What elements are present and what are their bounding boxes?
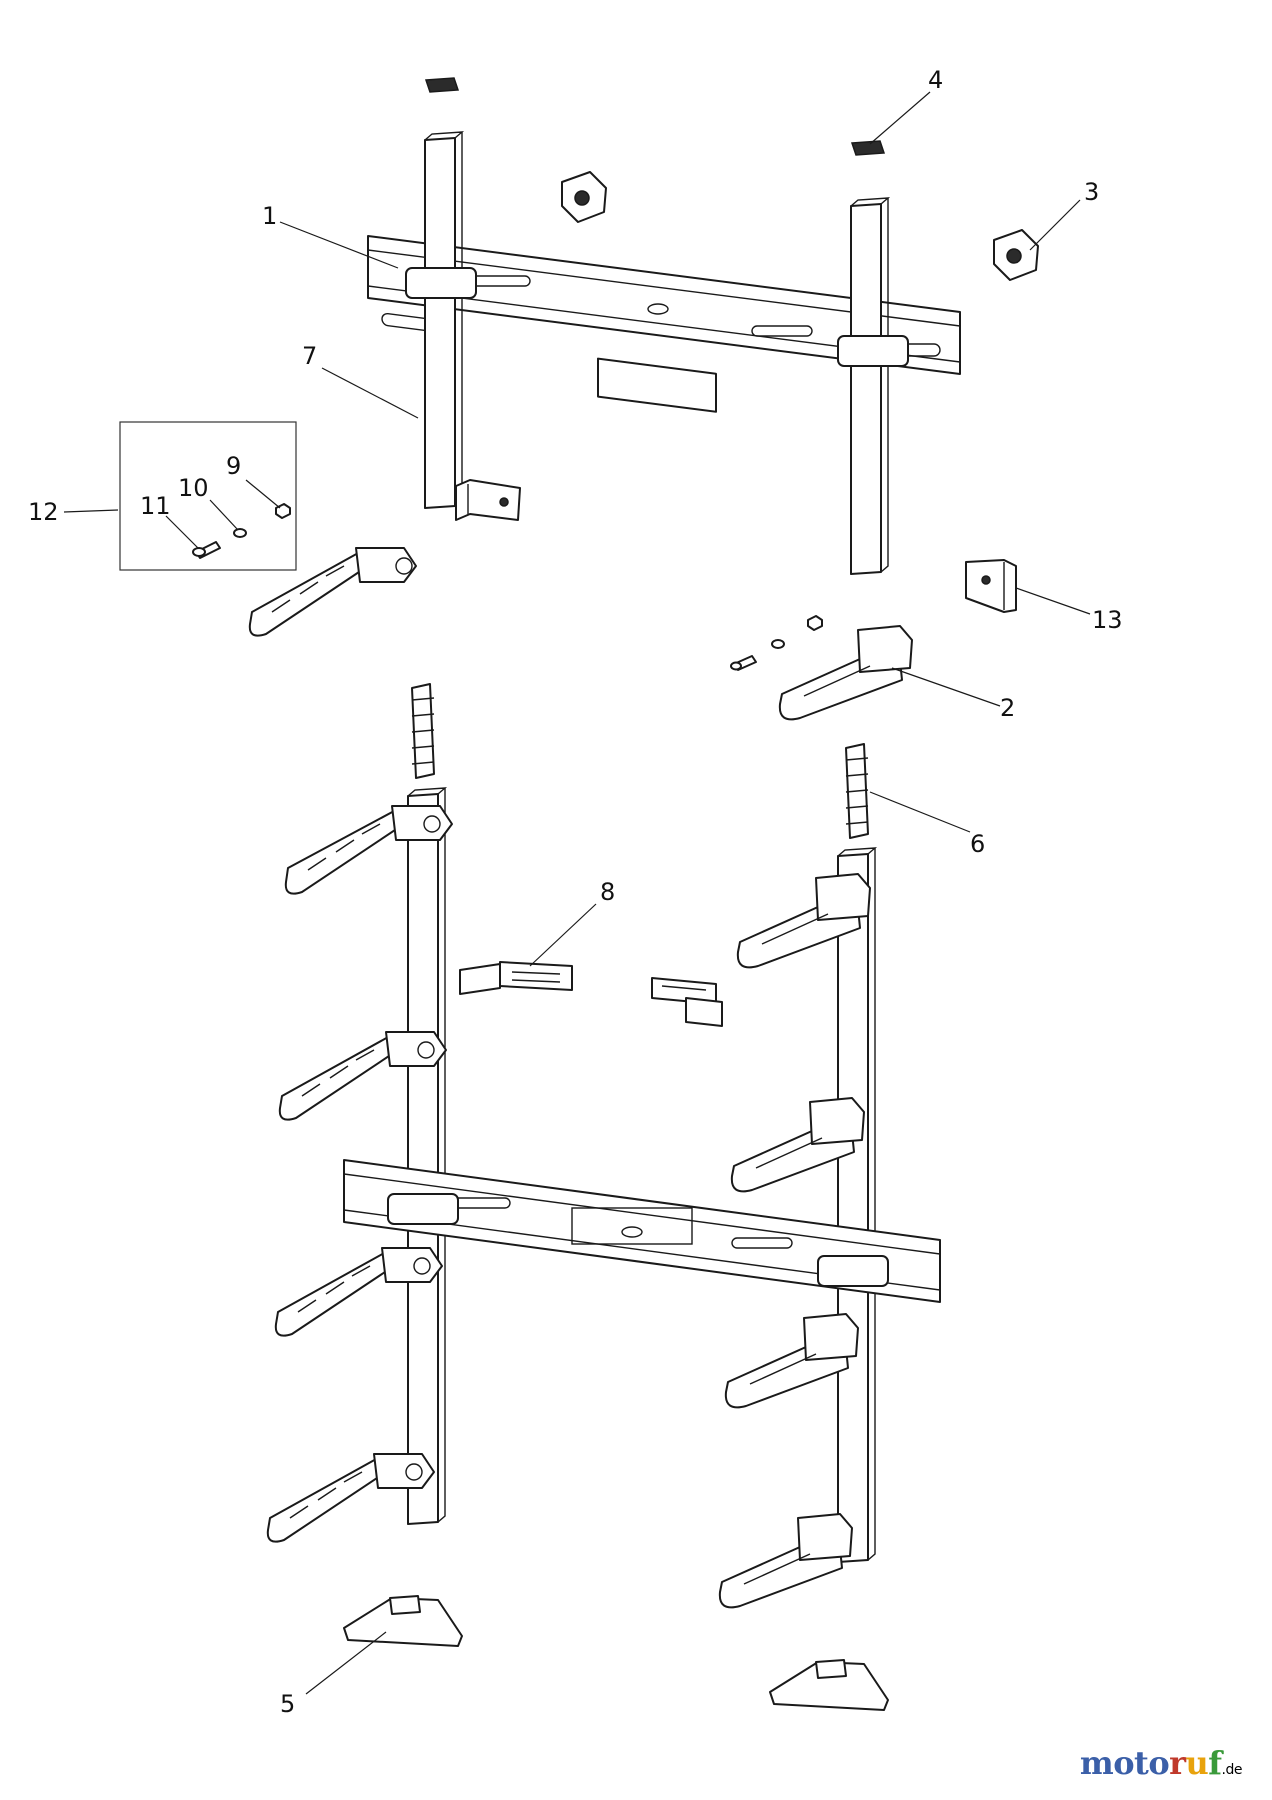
post-clamp-lower-left <box>387 1193 459 1225</box>
arm-solid-right-3 <box>724 1313 859 1409</box>
callout-8: 8 <box>600 878 615 906</box>
shelf-connector-left <box>459 961 573 995</box>
upright-post-upper-right <box>850 197 891 575</box>
callout-6: 6 <box>970 830 985 858</box>
callout-12: 12 <box>28 498 59 526</box>
hardware-bolt <box>192 541 221 559</box>
post-clamp-upper-right <box>837 335 909 367</box>
callout-9: 9 <box>226 452 241 480</box>
post-clamp-lower-right <box>817 1255 889 1287</box>
corner-connector-left <box>561 171 607 223</box>
motoruf-watermark-logo: motoruf.de <box>1080 1744 1243 1782</box>
watermark-wordmark: motoruf <box>1080 1744 1222 1782</box>
arm-solid-right-2 <box>730 1097 865 1193</box>
watermark-letter: o <box>1148 1744 1170 1782</box>
hardware-washer <box>233 528 247 538</box>
arm-lattice-left-4 <box>266 1453 435 1543</box>
arm-solid-right-1 <box>736 873 871 969</box>
loose-bolt <box>730 655 757 671</box>
watermark-letter: f <box>1208 1744 1222 1782</box>
hinge-bracket-right <box>965 559 1017 613</box>
callout-10: 10 <box>178 474 209 502</box>
callout-4: 4 <box>928 66 943 94</box>
watermark-suffix: .de <box>1221 1762 1243 1778</box>
watermark-letter: r <box>1169 1744 1186 1782</box>
arm-lattice-left-2 <box>278 1031 447 1121</box>
callout-5: 5 <box>280 1690 295 1718</box>
loose-nut <box>807 615 823 631</box>
loose-washer <box>771 639 785 649</box>
callout-11: 11 <box>140 492 171 520</box>
upright-post-lower-left <box>407 787 448 1525</box>
watermark-letter: u <box>1185 1744 1209 1782</box>
watermark-letter: m <box>1079 1744 1114 1782</box>
callout-1: 1 <box>262 202 277 230</box>
arm-lattice-left-3 <box>274 1247 443 1337</box>
end-cap-top-right <box>850 140 886 156</box>
arm-lattice-upper-loose <box>248 547 417 637</box>
arm-lattice-left-1 <box>284 805 453 895</box>
leader-lines <box>63 91 1091 1695</box>
fastener-chain-left <box>411 683 435 779</box>
post-clamp-upper-left <box>405 267 477 299</box>
callout-2: 2 <box>1000 694 1015 722</box>
callout-3: 3 <box>1084 178 1099 206</box>
hardware-kit-frame <box>119 421 297 571</box>
end-cap-top-left <box>424 77 460 93</box>
upright-post-upper-left <box>424 131 465 509</box>
hinge-bracket-left <box>455 479 521 521</box>
fastener-chain-right <box>845 743 869 839</box>
watermark-letter: o <box>1113 1744 1135 1782</box>
shelf-connector-right <box>651 977 723 1027</box>
corner-connector-right <box>993 229 1039 281</box>
arm-solid-upper-loose <box>778 625 913 721</box>
callout-7: 7 <box>302 342 317 370</box>
watermark-letter: t <box>1134 1744 1149 1782</box>
foot-base-left <box>343 1595 463 1647</box>
arm-solid-right-4 <box>718 1513 853 1609</box>
upright-post-lower-right <box>837 847 878 1563</box>
callout-13: 13 <box>1092 606 1123 634</box>
foot-base-right <box>769 1659 889 1711</box>
